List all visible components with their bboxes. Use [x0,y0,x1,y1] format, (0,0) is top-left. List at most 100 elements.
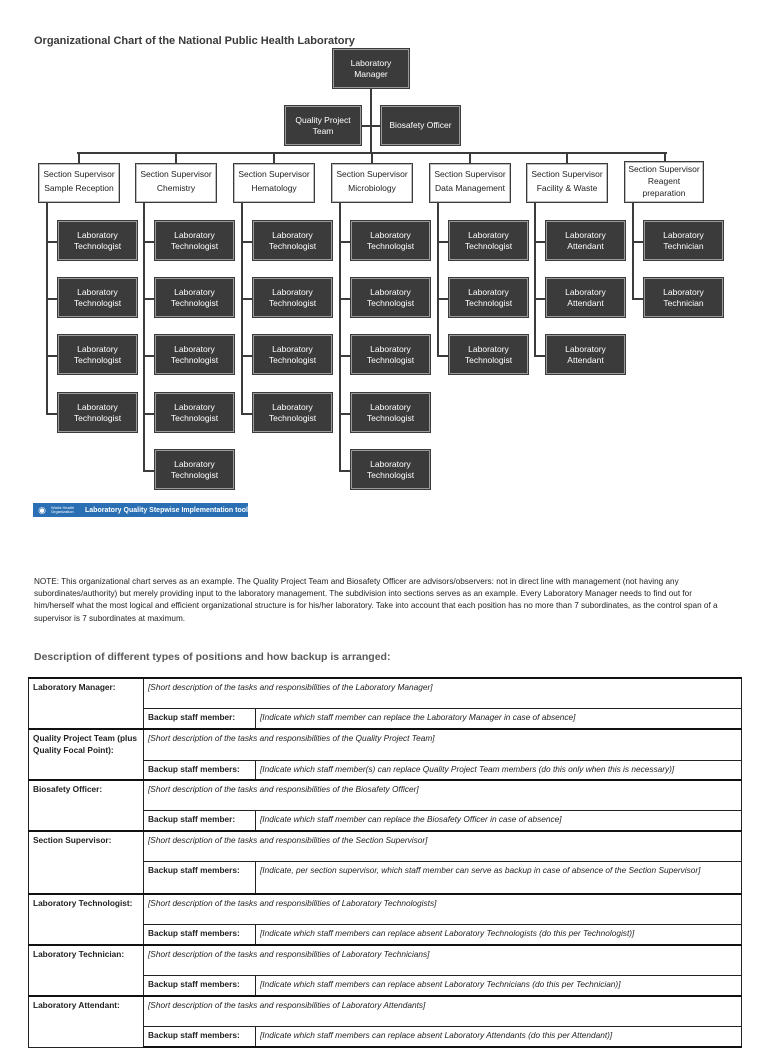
backup-label: Backup staff member: [143,810,256,832]
note-text: NOTE: This organizational chart serves a… [34,577,718,623]
staff-box: Laboratory Technologist [253,393,332,432]
backup-row: Backup staff members:[Indicate which sta… [29,924,742,946]
staff-box: Laboratory Technologist [155,393,234,432]
backup-value: [Indicate which staff member can replace… [255,708,742,730]
backup-row: Backup staff members:[Indicate, per sect… [29,861,742,895]
staff-box: Laboratory Technologist [351,450,430,489]
position-description: [Short description of the tasks and resp… [143,995,742,1027]
backup-value: [Indicate which staff member(s) can repl… [255,760,742,781]
position-row: Laboratory Manager:[Short description of… [28,677,742,730]
section-drop-line [469,152,471,163]
staff-box: Laboratory Technologist [58,393,137,432]
backup-label: Backup staff members: [143,861,256,895]
backup-label: Backup staff members: [143,760,256,781]
biosafety-box: Biosafety Officer [381,106,460,145]
trunk-line [370,88,372,153]
tool-name: Laboratory Quality Stepwise Implementati… [85,506,248,514]
staff-tick-line [143,354,155,357]
advisor-line [361,125,381,127]
staff-branch-line [241,203,243,414]
staff-box: Laboratory Technologist [449,278,528,317]
staff-tick-line [437,297,449,300]
position-role: Section Supervisor: [28,830,144,895]
position-row: Laboratory Attendant:[Short description … [28,995,742,1048]
position-description: [Short description of the tasks and resp… [143,893,742,925]
section-supervisor-box: Section Supervisor Reagent preparation [624,161,704,203]
staff-box: Laboratory Technologist [155,450,234,489]
who-logo-icon: ◉ [38,505,46,515]
backup-label: Backup staff member: [143,708,256,730]
staff-tick-line [241,412,253,415]
section-supervisor-box: Section Supervisor Chemistry [135,163,217,203]
staff-box: Laboratory Attendant [546,221,625,260]
position-description: [Short description of the tasks and resp… [143,728,742,761]
staff-box: Laboratory Technologist [351,278,430,317]
staff-tick-line [46,412,58,415]
staff-box: Laboratory Technologist [351,393,430,432]
staff-tick-line [46,354,58,357]
staff-box: Laboratory Technologist [449,335,528,374]
staff-branch-line [534,203,536,356]
staff-box: Laboratory Technician [644,278,723,317]
section-drop-line [175,152,177,163]
position-role: Biosafety Officer: [28,779,144,832]
staff-tick-line [632,240,644,243]
section-drop-line [273,152,275,163]
staff-tick-line [534,297,546,300]
position-row: Biosafety Officer:[Short description of … [28,779,742,832]
staff-box: Laboratory Technologist [58,278,137,317]
staff-branch-line [437,203,439,356]
section-supervisor-box: Section Supervisor Sample Reception [38,163,120,203]
backup-value: [Indicate which staff members can replac… [255,975,742,997]
staff-box: Laboratory Technologist [449,221,528,260]
backup-label: Backup staff members: [143,1026,256,1048]
staff-box: Laboratory Attendant [546,278,625,317]
staff-branch-line [339,203,341,471]
backup-value: [Indicate which staff members can replac… [255,924,742,946]
staff-box: Laboratory Technologist [155,278,234,317]
section-supervisor-box: Section Supervisor Data Management [429,163,511,203]
backup-row: Backup staff member:[Indicate which staf… [29,810,742,832]
position-row: Laboratory Technologist:[Short descripti… [28,893,742,946]
staff-tick-line [534,240,546,243]
section-supervisor-box: Section Supervisor Facility & Waste [526,163,608,203]
staff-tick-line [339,297,351,300]
position-row: Section Supervisor:[Short description of… [28,830,742,895]
section-supervisor-box: Section Supervisor Microbiology [331,163,413,203]
section-drop-line [78,152,80,163]
staff-tick-line [339,240,351,243]
backup-value: [Indicate, per section supervisor, which… [255,861,742,895]
staff-box: Laboratory Technologist [58,335,137,374]
staff-box: Laboratory Technologist [253,221,332,260]
backup-value: [Indicate which staff member can replace… [255,810,742,832]
staff-box: Laboratory Technologist [155,221,234,260]
position-description: [Short description of the tasks and resp… [143,830,742,862]
staff-box: Laboratory Attendant [546,335,625,374]
staff-tick-line [143,412,155,415]
position-role: Laboratory Attendant: [28,995,144,1048]
staff-box: Laboratory Technologist [253,335,332,374]
staff-box: Laboratory Technologist [58,221,137,260]
quality-team-box: Quality Project Team [285,106,361,145]
who-banner: ◉ World Health Organization Laboratory Q… [33,503,248,517]
page-title: Organizational Chart of the National Pub… [34,35,355,47]
staff-tick-line [241,354,253,357]
position-description: [Short description of the tasks and resp… [143,779,742,811]
manager-box: Laboratory Manager [333,49,409,88]
position-row: Quality Project Team (plus Quality Focal… [28,728,742,781]
staff-branch-line [46,203,48,414]
staff-tick-line [143,240,155,243]
staff-tick-line [241,297,253,300]
staff-tick-line [241,240,253,243]
staff-box: Laboratory Technologist [155,335,234,374]
backup-value: [Indicate which staff members can replac… [255,1026,742,1048]
position-description: [Short description of the tasks and resp… [143,677,742,709]
staff-tick-line [46,297,58,300]
position-description: [Short description of the tasks and resp… [143,944,742,976]
staff-box: Laboratory Technologist [351,221,430,260]
staff-tick-line [339,354,351,357]
positions-heading: Description of different types of positi… [34,651,391,663]
who-org-name: World Health Organization [51,504,75,514]
section-drop-line [664,152,666,163]
backup-label: Backup staff members: [143,975,256,997]
